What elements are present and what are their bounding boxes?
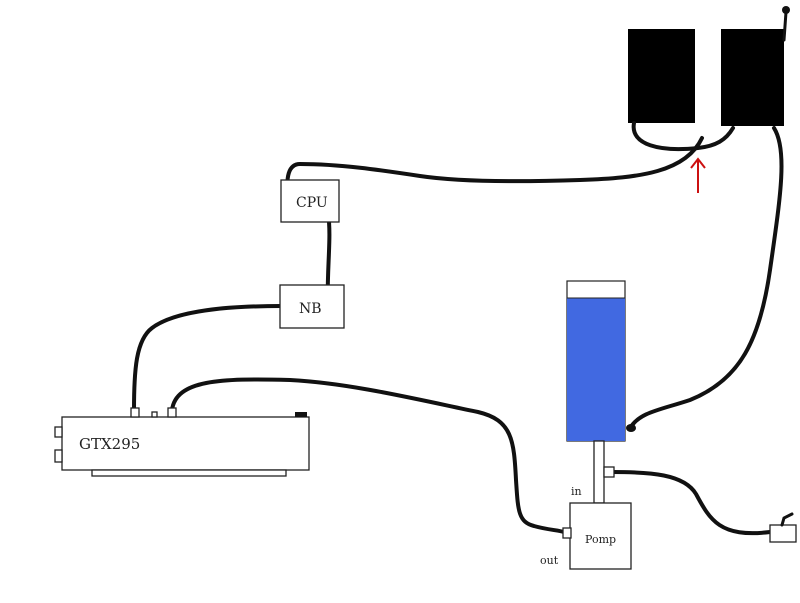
- tube-radiator-to-reservoir: [628, 126, 784, 430]
- radiator-left: [628, 29, 695, 123]
- reservoir-water: [567, 298, 625, 441]
- pump-label: Pomp: [585, 533, 616, 546]
- reservoir-tee-vertical: [593, 440, 605, 504]
- nb-block: [279, 284, 345, 329]
- gpu-outlet-fitting: [167, 407, 177, 418]
- tube-radiator-to-cpu: [285, 136, 704, 198]
- radiator-right: [721, 29, 784, 126]
- valve-icon: [769, 512, 797, 543]
- cpu-block: [280, 179, 340, 223]
- pump-box: [569, 502, 632, 570]
- pump-outlet-fitting: [562, 527, 572, 539]
- radiator-crossover-tube: [631, 121, 735, 152]
- nb-label: NB: [299, 301, 322, 317]
- reservoir-inlet-fitting: [626, 424, 636, 432]
- gpu-label: GTX295: [79, 435, 140, 453]
- pump-out-label: out: [540, 554, 559, 567]
- tube-gpu-to-pump: [170, 377, 566, 534]
- gpu-card: [54, 407, 310, 477]
- radiator-vent-tube: [782, 10, 788, 42]
- gpu-inlet-fitting: [130, 407, 140, 418]
- cpu-label: CPU: [296, 195, 328, 211]
- tube-tee-to-drain: [610, 470, 772, 536]
- arrow-up-icon: [690, 157, 706, 193]
- radiator-vent-cap: [782, 6, 790, 14]
- tube-nb-to-gpu: [132, 304, 284, 412]
- reservoir-tee-side: [603, 466, 615, 478]
- pump-in-label: in: [571, 485, 582, 498]
